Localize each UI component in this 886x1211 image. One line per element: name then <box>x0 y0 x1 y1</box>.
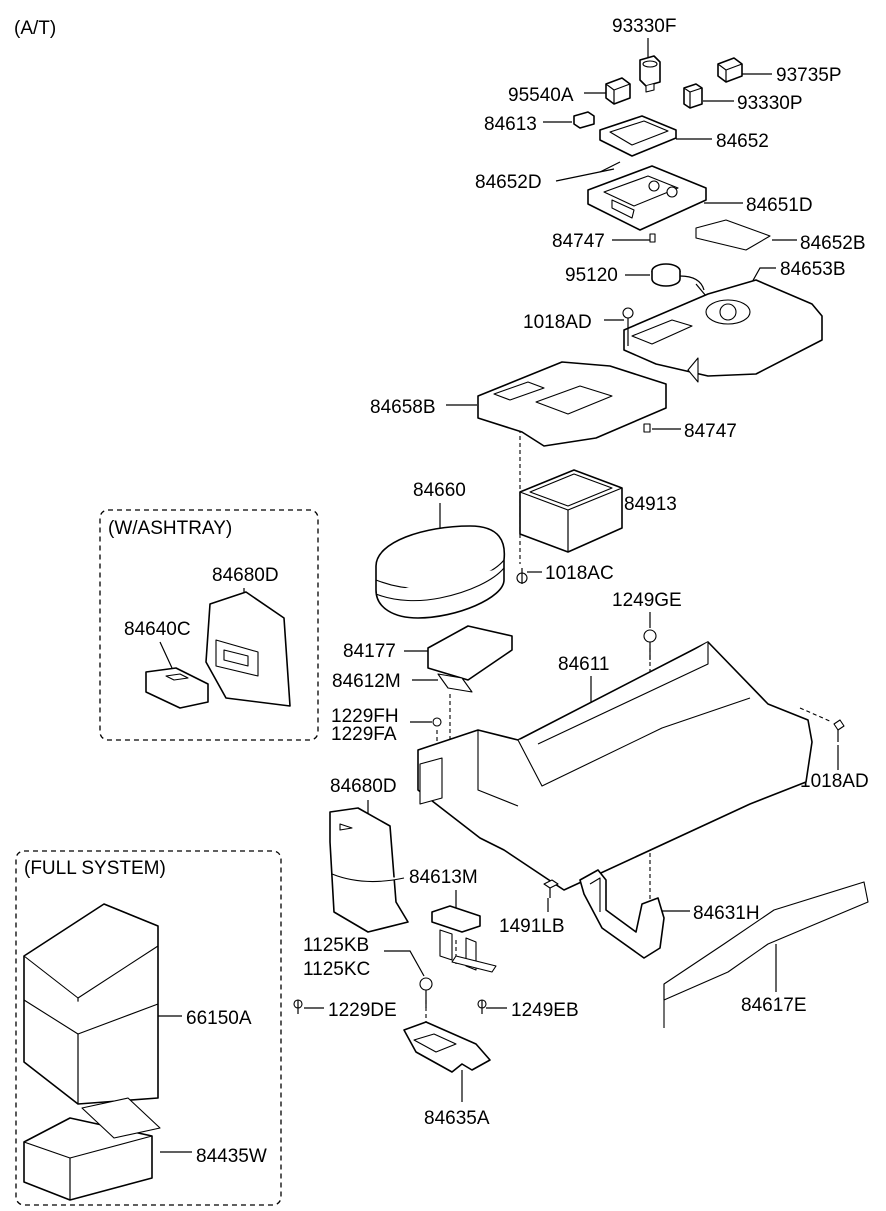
part-label-95540A: 95540A <box>508 85 574 106</box>
part-label-93330P: 93330P <box>737 93 803 114</box>
variant-label: (A/T) <box>14 18 56 39</box>
bracket-84435W <box>23 1097 161 1201</box>
part-label-84613M: 84613M <box>409 867 478 888</box>
part-label-84651D: 84651D <box>746 195 813 216</box>
part-label-1229FA: 1229FA <box>331 724 397 745</box>
blank-plug-84613 <box>573 111 595 129</box>
switch-93330F <box>639 55 661 93</box>
power-outlet-95120 <box>651 263 705 291</box>
part-label-84747-lower: 84747 <box>684 421 737 442</box>
part-label-93735P: 93735P <box>776 65 842 86</box>
part-label-84652: 84652 <box>716 131 769 152</box>
part-label-1018AC: 1018AC <box>545 563 614 584</box>
group-label-ashtray: (W/ASHTRAY) <box>108 518 232 539</box>
part-label-84612M: 84612M <box>332 671 401 692</box>
part-label-84635A: 84635A <box>424 1108 490 1129</box>
part-label-84652D: 84652D <box>475 172 542 193</box>
armrest-lid-84660 <box>375 525 506 619</box>
console-cover-84658B <box>477 361 667 447</box>
part-label-84611: 84611 <box>558 654 609 675</box>
screw-1018AC <box>516 568 528 584</box>
part-label-1249EB: 1249EB <box>511 1000 579 1021</box>
part-label-84658B: 84658B <box>370 397 436 418</box>
bracket-84613M <box>431 905 497 973</box>
clip-1491LB <box>543 879 559 898</box>
part-label-84435W: 84435W <box>196 1146 267 1167</box>
clip-84747-lower <box>643 423 651 433</box>
part-label-1249GE: 1249GE <box>612 590 682 611</box>
ashtray-84640C <box>145 667 209 709</box>
part-label-1229FH: 1229FH <box>331 706 399 727</box>
part-label-84617E: 84617E <box>741 995 807 1016</box>
clip-84747-upper <box>649 233 656 243</box>
ashtray-group-box <box>99 509 319 741</box>
storage-bin-84913 <box>519 469 623 553</box>
bracket-84631H <box>579 869 665 959</box>
console-bezel-84651D <box>587 165 707 231</box>
screw-1249EB <box>477 999 487 1014</box>
part-label-1229DE: 1229DE <box>328 1000 397 1021</box>
lower-console-84611 <box>417 641 813 891</box>
pad-84652B <box>695 219 771 251</box>
part-label-84680D-ashtray: 84680D <box>212 565 279 586</box>
screw-1125KB <box>419 977 433 1008</box>
part-label-84747-upper: 84747 <box>552 231 605 252</box>
part-label-84640C: 84640C <box>124 619 191 640</box>
part-label-1125KB: 1125KB <box>303 935 369 956</box>
screw-1018AD-right <box>833 719 845 742</box>
switch-93735P <box>717 57 743 83</box>
strip-84652D <box>599 161 621 173</box>
part-label-1018AD-right: 1018AD <box>800 771 869 792</box>
part-label-84177: 84177 <box>343 641 396 662</box>
switch-95540A <box>605 77 631 105</box>
bracket-84612M <box>437 673 473 693</box>
screw-1018AD-top <box>622 307 634 319</box>
screw-1229DE <box>293 999 303 1014</box>
rear-panel-84680D <box>329 807 409 933</box>
part-label-84652B: 84652B <box>800 233 866 254</box>
part-label-84613: 84613 <box>484 114 537 135</box>
part-label-1018AD-top: 1018AD <box>523 312 592 333</box>
ashtray-panel-84680D <box>205 591 291 707</box>
part-label-84653B: 84653B <box>780 259 846 280</box>
part-label-1125KC: 1125KC <box>303 959 370 980</box>
upper-console-84653B <box>623 279 823 383</box>
bracket-84635A <box>403 1021 491 1073</box>
part-label-1491LB: 1491LB <box>499 916 565 937</box>
screw-1229FH <box>432 717 442 727</box>
part-label-66150A: 66150A <box>186 1008 252 1029</box>
part-label-84913: 84913 <box>624 494 677 515</box>
switch-plate-84652 <box>599 115 677 157</box>
part-label-84631H: 84631H <box>693 903 760 924</box>
part-label-84680D: 84680D <box>330 776 397 797</box>
group-label-full-system: (FULL SYSTEM) <box>24 858 166 879</box>
part-label-84660: 84660 <box>413 480 466 501</box>
pad-84177 <box>427 625 513 681</box>
carpet-84617E <box>663 881 869 1028</box>
screw-1249GE <box>643 629 657 660</box>
part-label-93330F: 93330F <box>612 16 676 37</box>
switch-93330P <box>683 83 703 109</box>
leader-lines <box>154 38 839 1153</box>
part-label-95120: 95120 <box>565 265 618 286</box>
amplifier-66150A <box>23 903 159 1105</box>
